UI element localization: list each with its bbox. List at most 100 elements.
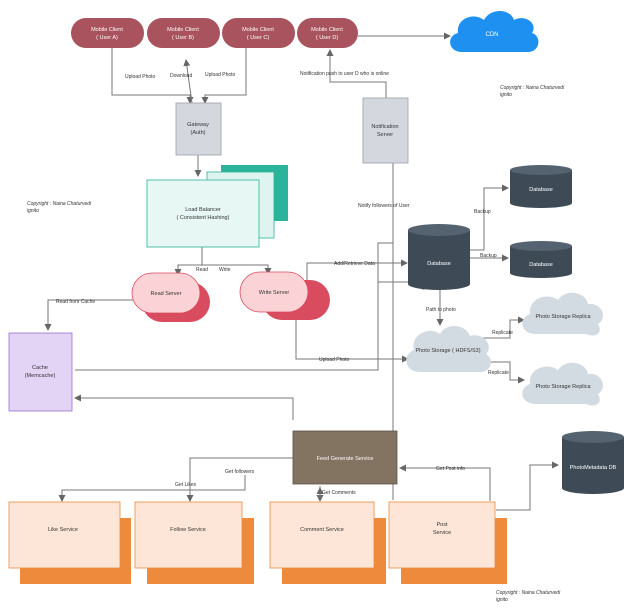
client-c-title: Mobile Client xyxy=(242,27,274,33)
label-read: Read xyxy=(196,267,208,273)
gateway-title: Gateway xyxy=(187,122,209,128)
edge-feed-like xyxy=(58,475,246,502)
label-get-post-info: Get Post info xyxy=(436,466,465,472)
notification-subtitle: Server xyxy=(377,132,393,138)
label-notify-followers: Notify followers of User xyxy=(358,203,410,209)
notification-server-box[interactable]: Notification Server xyxy=(362,97,409,164)
gateway-subtitle: (Auth) xyxy=(191,130,206,136)
follow-service-label: Follow Service xyxy=(170,527,206,533)
database-backup-2-label: Database xyxy=(529,262,553,268)
follow-service[interactable]: Follow Service xyxy=(134,501,254,584)
label-download: Download xyxy=(170,73,192,79)
like-service[interactable]: Like Service xyxy=(8,501,131,584)
edge-photo-replica-1 xyxy=(480,316,525,339)
client-a-user: ( User A) xyxy=(96,35,118,41)
edge-write-db xyxy=(306,259,408,280)
post-service-subtitle: Service xyxy=(433,530,451,536)
label-upload-photo-storage: Upload Photo xyxy=(319,357,350,363)
post-service[interactable]: Post Service xyxy=(388,501,507,584)
replica-1-label: Photo Storage Replica xyxy=(535,314,591,320)
copyright-top-right-sub: ignito xyxy=(500,92,512,98)
label-path-to-photo: Path to photo xyxy=(426,307,456,313)
like-service-label: Like Service xyxy=(48,527,78,533)
notification-title: Notification xyxy=(371,124,398,130)
label-upload-photo-a: Upload Photo xyxy=(125,74,156,80)
comment-service[interactable]: Comment Service xyxy=(269,501,386,584)
label-add-retrieve-data: Add/Retrieve Data xyxy=(334,261,375,267)
label-upload-photo-c: Upload Photo xyxy=(205,72,236,78)
edge-labels: Upload Photo Download Upload Photo Notif… xyxy=(56,71,513,496)
cdn-cloud[interactable]: CDN xyxy=(450,11,539,52)
client-b-user: ( User B) xyxy=(172,35,194,41)
database-main-label: Database xyxy=(427,261,451,267)
edge-feed-follow xyxy=(186,457,293,502)
database-backup-1-label: Database xyxy=(529,187,553,193)
label-backup-2: Backup xyxy=(480,253,497,259)
label-read-from-cache: Read from Cache xyxy=(56,299,95,305)
copyright-top-right: Copyright : Naina Chaturvedi xyxy=(500,85,565,91)
label-get-likes: Get Likes xyxy=(175,482,197,488)
lb-title: Load Balancer xyxy=(185,207,221,213)
edge-client-c-gateway xyxy=(201,48,247,104)
edge-db-backup-1 xyxy=(470,184,509,251)
write-server-label: Write Server xyxy=(259,290,290,296)
label-replicate-2: Replicate xyxy=(488,370,509,376)
edge-lb-write xyxy=(202,264,272,275)
lb-subtitle: ( Consistent Hashing) xyxy=(177,215,230,221)
copyright-notes: Copyright : Naina Chaturvedi ignito Copy… xyxy=(27,85,565,603)
post-service-title: Post xyxy=(436,522,447,528)
photo-storage-label: Photo Storage ( HDFS/S3) xyxy=(415,348,480,354)
label-get-followers: Get followers xyxy=(225,469,255,475)
edge-feed-cache xyxy=(74,394,294,420)
mobile-client-c[interactable]: Mobile Client ( User C) xyxy=(222,18,295,48)
mobile-client-a[interactable]: Mobile Client ( User A) xyxy=(71,18,144,48)
edge-gateway-client-b xyxy=(183,59,193,104)
copyright-bottom-right: Copyright : Naina Chaturvedi xyxy=(496,590,561,596)
client-b-title: Mobile Client xyxy=(167,27,199,33)
database-backup-2[interactable]: Database xyxy=(510,241,572,278)
database-main[interactable]: Database xyxy=(408,224,470,290)
mobile-client-b[interactable]: Mobile Client ( User B) xyxy=(147,18,220,48)
edge-post-metadata xyxy=(496,461,559,511)
edge-lb-read xyxy=(174,247,203,276)
photo-metadata-db[interactable]: PhotoMetadata DB xyxy=(562,431,624,494)
mobile-client-d[interactable]: Mobile Client ( User D) xyxy=(297,18,358,48)
copyright-left-sub: ignito xyxy=(27,208,39,214)
database-backup-1[interactable]: Database xyxy=(510,165,572,208)
cdn-label: CDN xyxy=(486,32,499,38)
client-d-user: ( User D) xyxy=(316,35,338,41)
label-notification-push: Notification push to user D who is onlin… xyxy=(300,71,389,77)
cache-title: Cache xyxy=(32,365,48,371)
edge-client-a-gateway xyxy=(111,48,194,104)
client-c-user: ( User C) xyxy=(247,35,269,41)
edge-write-photo xyxy=(295,318,409,363)
copyright-bottom-right-sub: ignito xyxy=(496,597,508,603)
label-get-comments: Get Comments xyxy=(322,490,356,496)
label-write: Write xyxy=(219,267,231,273)
connectors xyxy=(44,32,559,511)
copyright-left: Copyright : Naina Chaturvedi xyxy=(27,201,92,207)
photo-storage-cloud[interactable]: Photo Storage ( HDFS/S3) xyxy=(406,325,492,373)
client-d-title: Mobile Client xyxy=(311,27,343,33)
comment-service-label: Comment Service xyxy=(300,527,344,533)
read-server[interactable]: Read Server xyxy=(131,272,210,322)
feed-service-label: Feed Generate Service xyxy=(317,456,374,462)
edge-read-cache xyxy=(44,299,134,331)
photo-storage-replica-1-cloud[interactable]: Photo Storage Replica xyxy=(522,292,603,336)
cache-box[interactable]: Cache (Memcache) xyxy=(8,332,73,412)
label-replicate-1: Replicate xyxy=(492,330,513,336)
edge-notification-client-d xyxy=(326,49,387,98)
cache-subtitle: (Memcache) xyxy=(25,373,56,379)
gateway-box[interactable]: Gateway (Auth) xyxy=(175,102,222,156)
edge-post-feed xyxy=(399,464,491,501)
photo-metadata-db-label: PhotoMetadata DB xyxy=(570,465,617,471)
feed-generate-service[interactable]: Feed Generate Service xyxy=(292,430,398,485)
replica-2-label: Photo Storage Replica xyxy=(535,384,591,390)
photo-storage-replica-2-cloud[interactable]: Photo Storage Replica xyxy=(522,362,603,406)
write-server[interactable]: Write Server xyxy=(239,271,330,320)
label-backup-1: Backup xyxy=(474,209,491,215)
read-server-label: Read Server xyxy=(151,291,182,297)
client-a-title: Mobile Client xyxy=(91,27,123,33)
load-balancer-stack[interactable]: Load Balancer ( Consistent Hashing) xyxy=(146,165,288,248)
